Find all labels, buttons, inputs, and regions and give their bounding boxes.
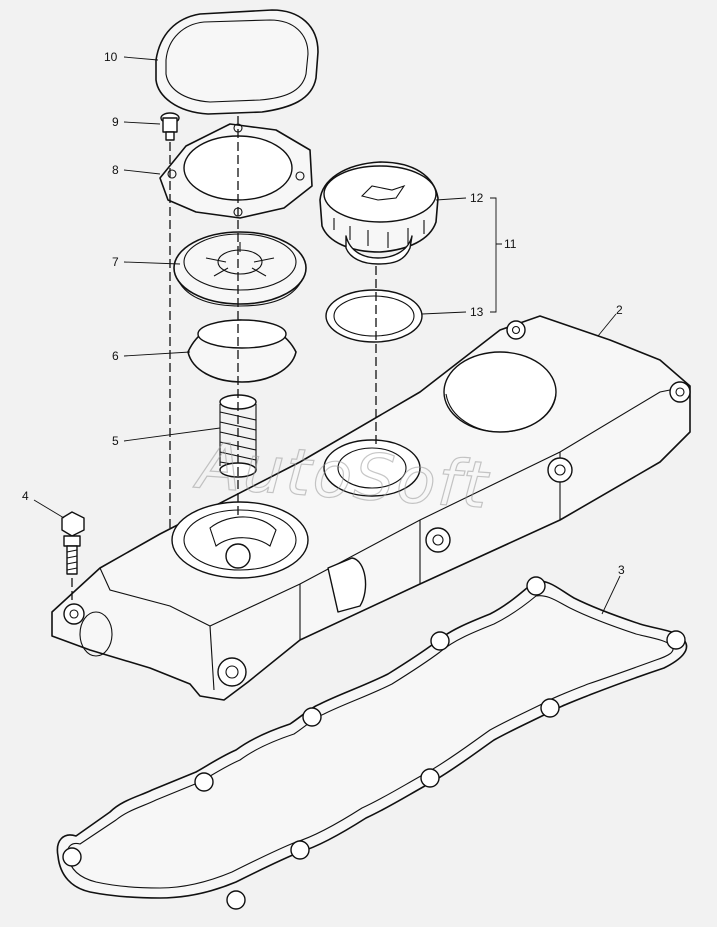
part-4-bolt — [61, 511, 85, 575]
callout-13: 13 — [470, 305, 484, 319]
callout-labels: 10 9 8 7 6 5 4 12 11 13 2 3 — [22, 50, 625, 577]
callout-7: 7 — [112, 255, 119, 269]
part-13-o-ring — [325, 289, 423, 343]
callout-9: 9 — [112, 115, 119, 129]
part-9-screw — [160, 112, 180, 141]
callout-12: 12 — [470, 191, 484, 205]
callout-4: 4 — [22, 489, 29, 503]
callout-5: 5 — [112, 434, 119, 448]
part-2-valve-cover — [51, 315, 691, 701]
part-3-gasket — [56, 576, 688, 910]
callout-11: 11 — [504, 237, 517, 251]
part-6-diaphragm-cup — [187, 319, 297, 383]
callout-8: 8 — [112, 163, 119, 177]
part-10-cover — [155, 9, 319, 115]
part-12-filler-cap — [319, 161, 439, 265]
callout-10: 10 — [104, 50, 118, 64]
callout-6: 6 — [112, 349, 119, 363]
callout-3: 3 — [618, 563, 625, 577]
callout-2: 2 — [616, 303, 623, 317]
assembly-axes — [71, 116, 377, 604]
part-8-flange — [159, 123, 313, 219]
part-7-membrane — [173, 231, 307, 307]
leader-lines — [33, 56, 621, 615]
